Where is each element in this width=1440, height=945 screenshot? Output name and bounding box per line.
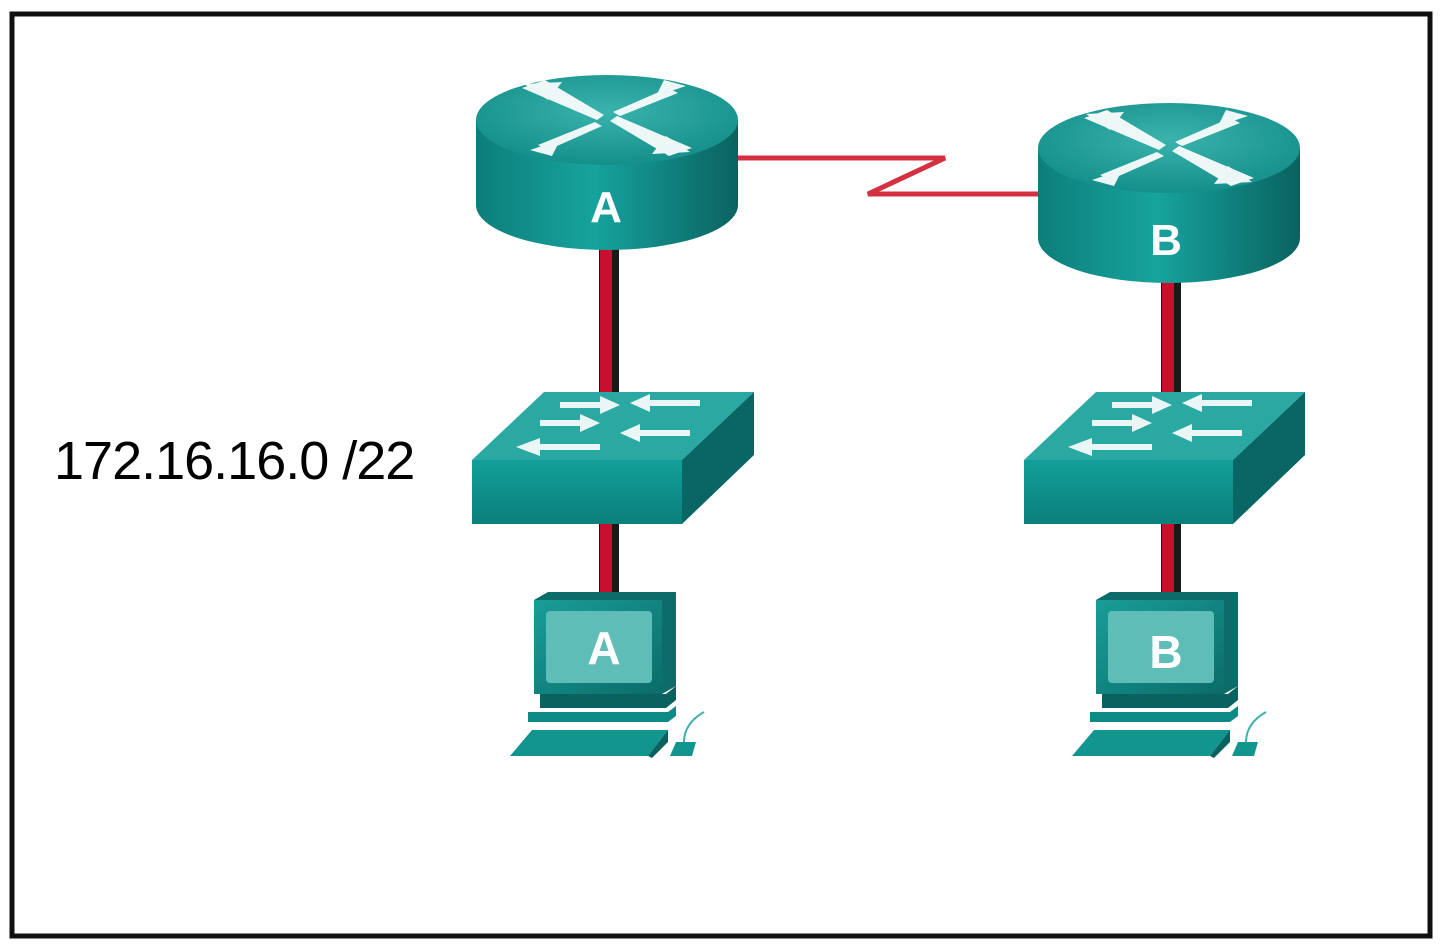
serial-link-router-a-router-b [735,155,1040,197]
ethernet-cable-switch-a-pc-a [599,520,619,600]
pc-icon [510,592,705,758]
router-a[interactable]: A [476,75,738,250]
router-a-label: A [590,183,622,232]
ethernet-cable-router-b-switch-b [1161,275,1181,398]
switch-icon [1024,392,1305,524]
ethernet-cable-switch-b-pc-b [1161,520,1181,600]
ethernet-cable-router-a-switch-a [599,240,619,398]
pc-a[interactable]: A [510,592,705,758]
switch-icon [472,392,754,524]
pc-b[interactable]: B [1072,592,1267,758]
switch-a[interactable] [472,392,754,524]
router-icon [476,75,738,250]
router-b[interactable]: B [1038,103,1300,283]
pc-a-label: A [587,622,620,674]
subnet-label: 172.16.16.0 /22 [54,431,415,491]
router-b-label: B [1150,216,1182,265]
router-icon [1038,103,1300,283]
switch-b[interactable] [1024,392,1305,524]
pc-icon [1072,592,1267,758]
pc-b-label: B [1149,626,1182,678]
